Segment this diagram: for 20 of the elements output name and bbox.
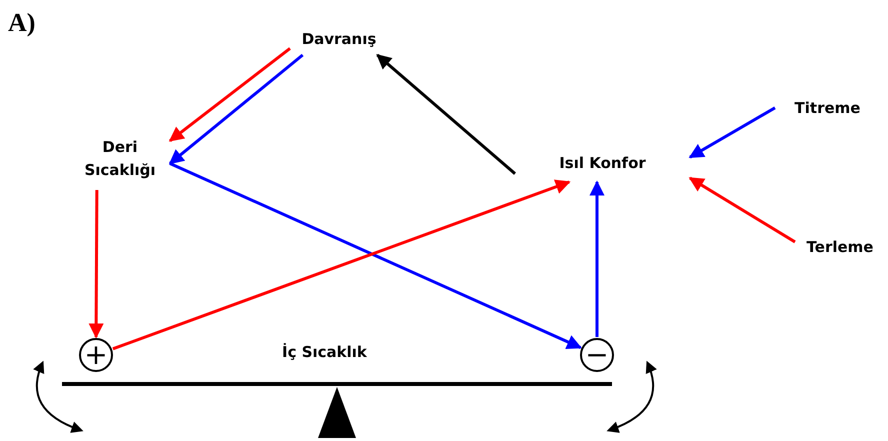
arrow xyxy=(590,180,604,337)
sign-symbol: + xyxy=(84,341,108,369)
node-label: Terleme xyxy=(806,237,874,258)
node-label: Deri Sıcaklığı xyxy=(83,136,157,181)
sign-circle xyxy=(79,338,113,372)
sign-symbol: − xyxy=(585,341,609,369)
arrow xyxy=(688,106,776,158)
panel-label: A) xyxy=(8,8,36,38)
arrow xyxy=(168,47,291,142)
seesaw-label: İç Sıcaklık xyxy=(282,343,367,361)
sign-circle xyxy=(580,338,614,372)
arrow xyxy=(376,54,516,175)
arrow xyxy=(688,176,796,244)
node-label: Isıl Konfor xyxy=(559,152,646,174)
arrow xyxy=(88,190,104,338)
arrow xyxy=(168,54,304,165)
node-label: Davranış xyxy=(302,29,376,50)
node-label: Titreme xyxy=(794,98,860,119)
arrow xyxy=(169,162,582,349)
arrow xyxy=(112,180,571,350)
